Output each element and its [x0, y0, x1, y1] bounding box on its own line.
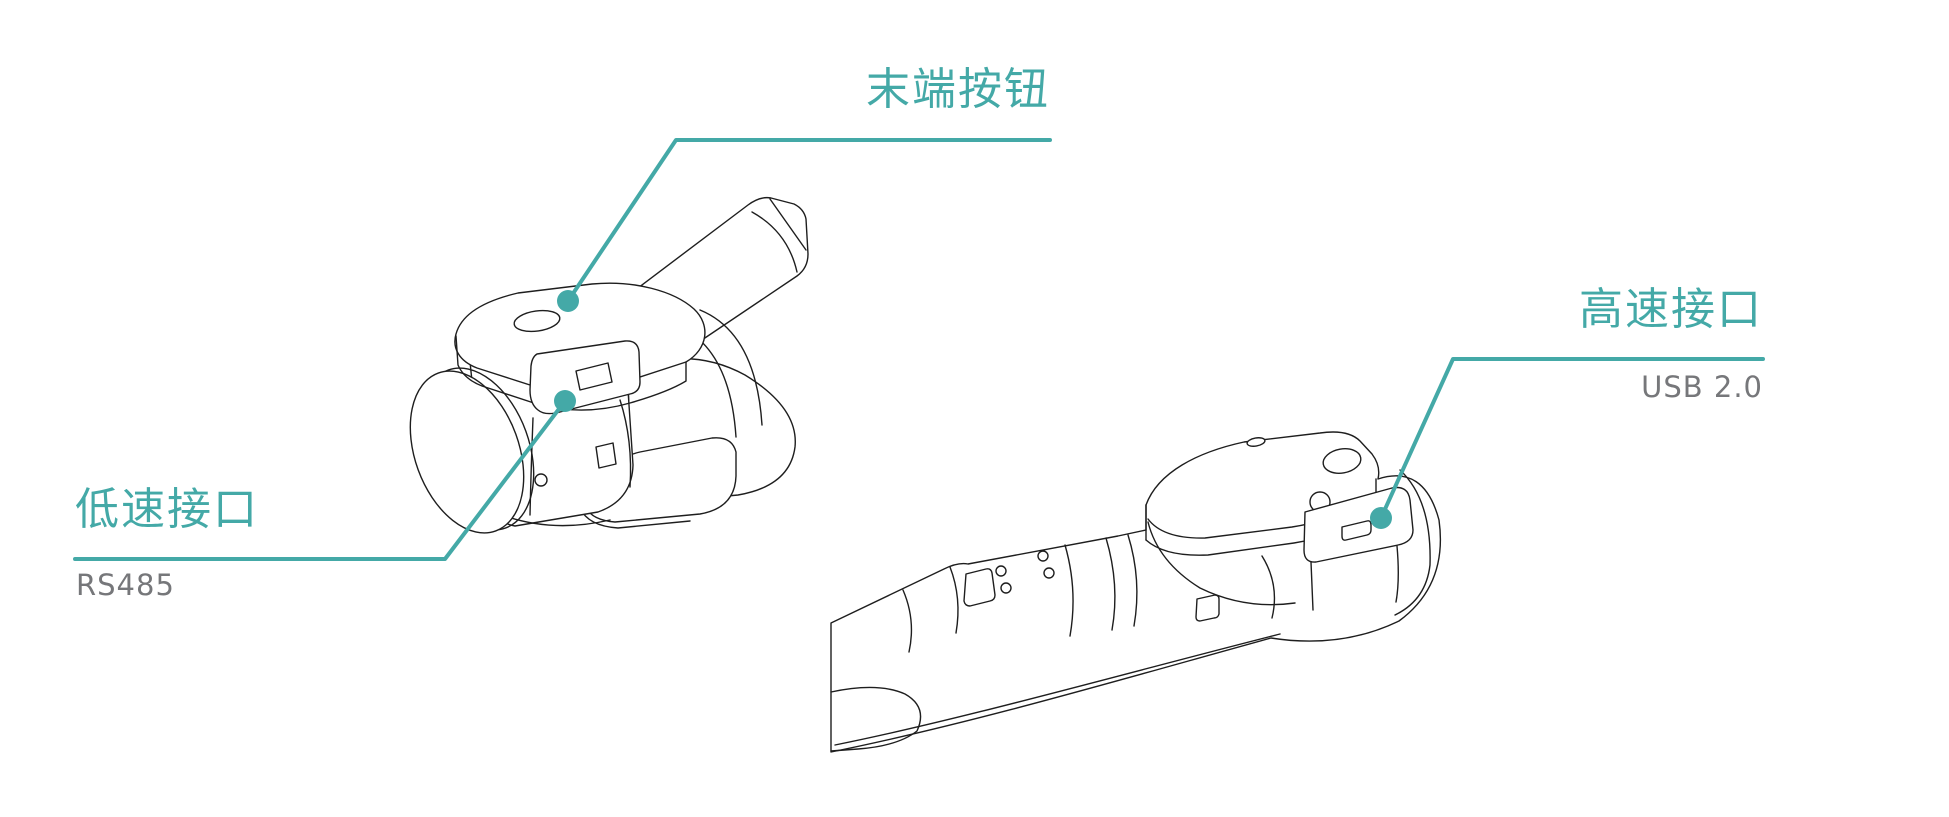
callout-dot-high-speed: [1370, 507, 1392, 529]
callout-line-low-speed: [73, 399, 567, 561]
left-detail-hole: [534, 473, 548, 487]
right-arm-tip-panel: [830, 686, 922, 752]
usb-port-shape: [1341, 520, 1372, 541]
label-high-speed: 高速接口: [1579, 284, 1763, 335]
callout-line-end-button: [566, 138, 1052, 303]
rs485-port-shape: [575, 362, 613, 391]
left-detail-square: [595, 442, 617, 469]
label-end-button: 末端按钮: [866, 64, 1050, 115]
sublabel-high-speed: USB 2.0: [1641, 370, 1763, 404]
end-button-shape: [513, 309, 561, 333]
callouts: [73, 138, 1765, 561]
left-robot-illustration: [409, 196, 809, 534]
right-cap-ellipse: [1322, 448, 1362, 474]
right-detail-square: [1195, 594, 1220, 622]
right-robot-illustration: [830, 431, 1442, 753]
right-robot-silhouette: [830, 431, 1442, 753]
right-cap-notch: [1246, 437, 1266, 447]
right-arm-detail-rect: [963, 568, 996, 607]
callout-line-high-speed: [1379, 357, 1765, 520]
label-low-speed: 低速接口: [75, 484, 259, 535]
left-top-cap: [454, 282, 706, 391]
sublabel-low-speed: RS485: [76, 568, 175, 602]
callout-dot-end-button: [557, 290, 579, 312]
callout-dot-low-speed: [554, 390, 576, 412]
